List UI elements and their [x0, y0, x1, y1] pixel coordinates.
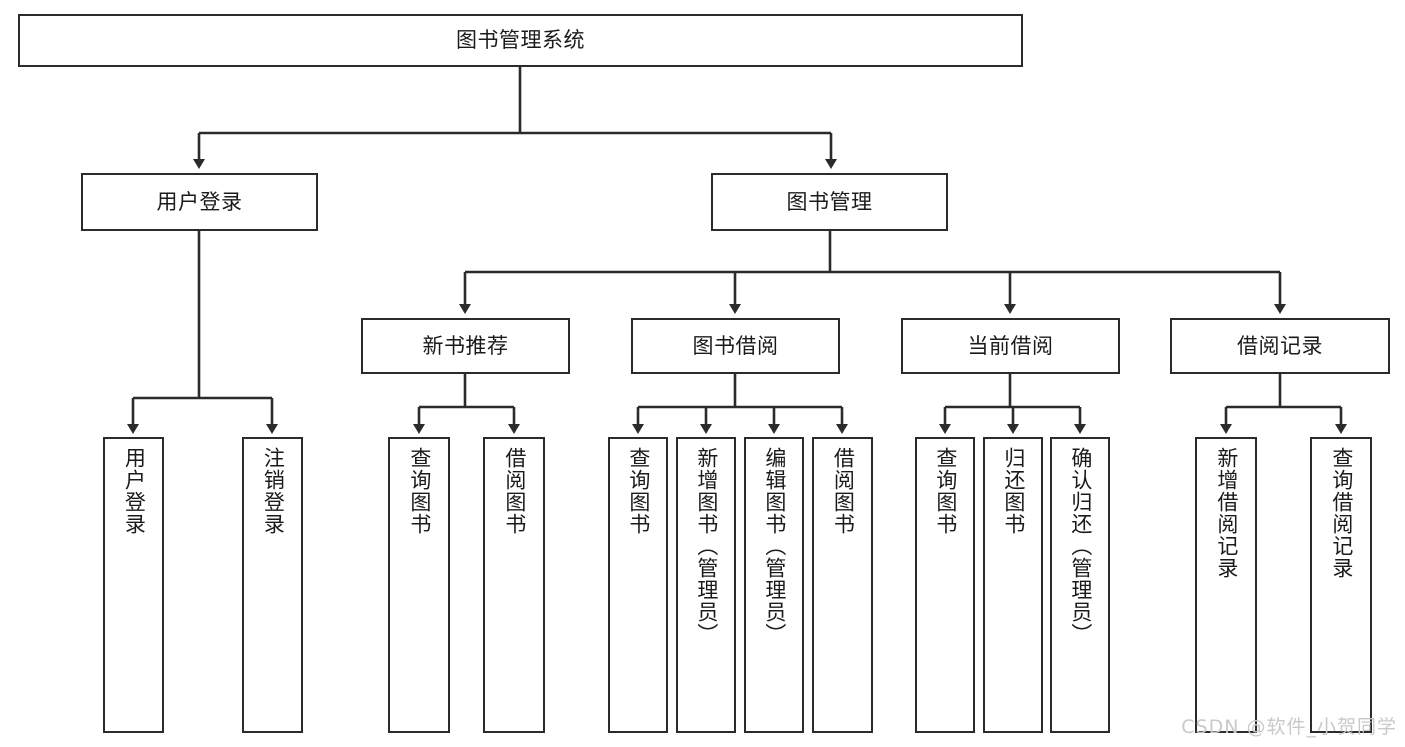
node-user-login-label: 用户登录	[156, 189, 243, 214]
leaf-query-book-borrow-label: 查询图书	[626, 447, 651, 535]
leaf-user-logout[interactable]: 注销登录	[242, 437, 303, 733]
node-user-login[interactable]: 用户登录	[81, 173, 318, 231]
node-book-management-label: 图书管理	[786, 189, 873, 214]
leaf-add-book-admin-label: 新增图书（管理员）	[694, 447, 719, 645]
node-new-book-recommend[interactable]: 新书推荐	[361, 318, 570, 374]
leaf-user-login[interactable]: 用户登录	[103, 437, 164, 733]
leaf-add-borrow-record-label: 新增借阅记录	[1214, 447, 1239, 579]
leaf-return-book-label: 归还图书	[1001, 447, 1026, 535]
leaf-edit-book-admin-label: 编辑图书（管理员）	[762, 447, 787, 645]
leaf-confirm-return-admin[interactable]: 确认归还（管理员）	[1050, 437, 1110, 733]
leaf-query-book-recommend-label: 查询图书	[407, 447, 432, 535]
leaf-return-book[interactable]: 归还图书	[983, 437, 1043, 733]
leaf-confirm-return-admin-label: 确认归还（管理员）	[1068, 447, 1093, 645]
leaf-query-borrow-record[interactable]: 查询借阅记录	[1310, 437, 1372, 733]
node-book-borrow[interactable]: 图书借阅	[631, 318, 840, 374]
leaf-borrow-book-recommend[interactable]: 借阅图书	[483, 437, 545, 733]
leaf-query-borrow-record-label: 查询借阅记录	[1329, 447, 1354, 579]
node-new-book-recommend-label: 新书推荐	[422, 333, 509, 358]
node-current-borrow[interactable]: 当前借阅	[901, 318, 1120, 374]
leaf-add-book-admin[interactable]: 新增图书（管理员）	[676, 437, 736, 733]
node-borrow-record-label: 借阅记录	[1237, 333, 1323, 358]
node-current-borrow-label: 当前借阅	[967, 333, 1054, 358]
leaf-add-borrow-record[interactable]: 新增借阅记录	[1195, 437, 1257, 733]
node-book-borrow-label: 图书借阅	[692, 333, 779, 358]
csdn-watermark: CSDN @软件_小贺同学	[1181, 716, 1397, 738]
leaf-query-book-current[interactable]: 查询图书	[915, 437, 975, 733]
leaf-edit-book-admin[interactable]: 编辑图书（管理员）	[744, 437, 804, 733]
node-root[interactable]: 图书管理系统	[18, 14, 1023, 67]
leaf-user-logout-label: 注销登录	[261, 447, 286, 535]
leaf-query-book-current-label: 查询图书	[933, 447, 958, 535]
leaf-query-book-borrow[interactable]: 查询图书	[608, 437, 668, 733]
leaf-query-book-recommend[interactable]: 查询图书	[388, 437, 450, 733]
node-book-management[interactable]: 图书管理	[711, 173, 948, 231]
node-borrow-record[interactable]: 借阅记录	[1170, 318, 1390, 374]
leaf-borrow-book-recommend-label: 借阅图书	[502, 447, 527, 535]
leaf-user-login-label: 用户登录	[122, 447, 147, 535]
leaf-borrow-book-label: 借阅图书	[831, 447, 856, 535]
leaf-borrow-book[interactable]: 借阅图书	[812, 437, 873, 733]
node-root-label: 图书管理系统	[456, 28, 585, 53]
